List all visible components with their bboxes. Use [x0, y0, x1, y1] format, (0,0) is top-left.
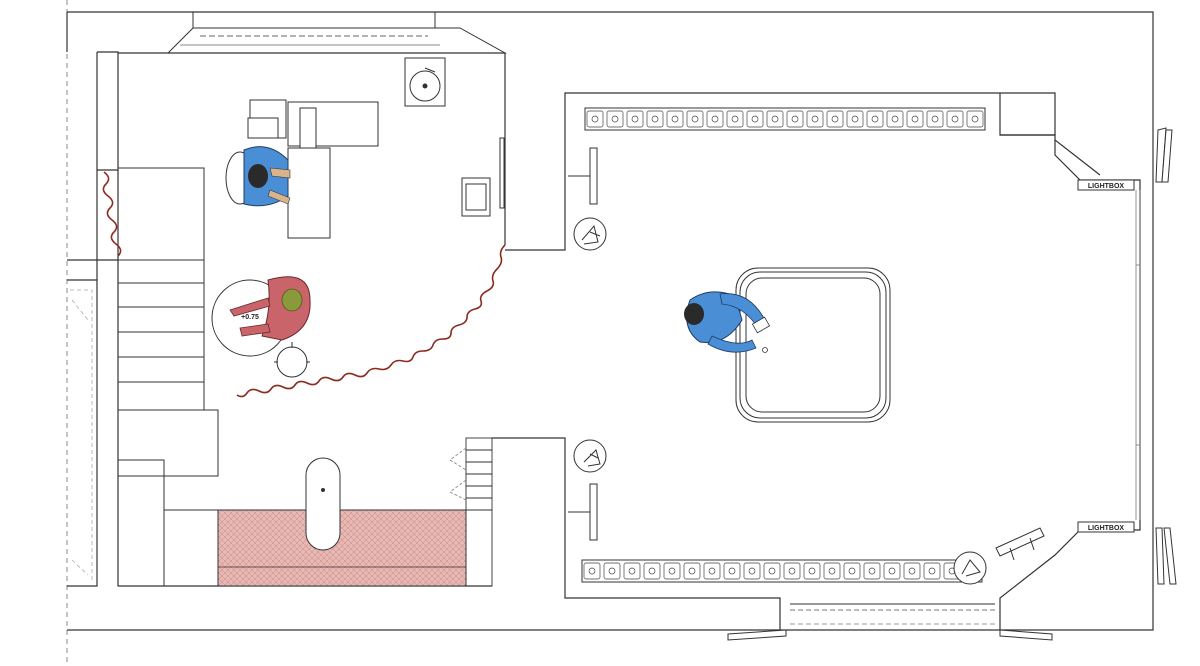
angled-display [995, 527, 1045, 561]
display-unit [626, 110, 644, 128]
shop-stool-1 [573, 217, 607, 251]
shop-walls [492, 92, 1154, 630]
display-unit [643, 562, 661, 580]
display-unit [786, 110, 804, 128]
display-unit [586, 110, 604, 128]
display-shelf-bottom [581, 559, 983, 583]
wall-cabinet [461, 137, 505, 217]
central-display-table [735, 267, 891, 423]
person-at-desk [225, 146, 291, 207]
display-unit [706, 110, 724, 128]
display-unit [866, 110, 884, 128]
display-unit [686, 110, 704, 128]
display-unit [743, 562, 761, 580]
mirror-stand-top [568, 147, 598, 205]
door-right-bottom [1155, 527, 1177, 585]
mirror-stand-bottom [568, 483, 598, 541]
display-unit [666, 110, 684, 128]
display-unit [926, 110, 944, 128]
display-unit [703, 562, 721, 580]
staircase [117, 167, 219, 477]
display-unit [826, 110, 844, 128]
display-unit [583, 562, 601, 580]
washbasin [404, 57, 446, 107]
display-unit [663, 562, 681, 580]
display-unit [683, 562, 701, 580]
storefront-window [1135, 190, 1141, 520]
bay-window-top [166, 12, 507, 54]
svg-text:LIGHTBOX: LIGHTBOX [1088, 183, 1124, 190]
tiled-floor [217, 509, 467, 587]
display-unit [806, 110, 824, 128]
bathtub [305, 457, 341, 551]
entrance-door [727, 603, 1053, 641]
display-unit [746, 110, 764, 128]
lightbox-bottom: LIGHTBOX [1077, 521, 1135, 533]
display-shelf-top [584, 107, 986, 131]
bath-drain [321, 488, 325, 492]
display-unit [763, 562, 781, 580]
person-at-display [684, 291, 771, 353]
display-unit [966, 110, 984, 128]
display-unit [883, 562, 901, 580]
door-right-top [1155, 127, 1173, 183]
display-unit [846, 110, 864, 128]
dashed-wall-left [70, 289, 93, 580]
curtain-diagonal [236, 244, 506, 398]
display-unit [863, 562, 881, 580]
display-unit [783, 562, 801, 580]
display-unit [843, 562, 861, 580]
lightbox-top: LIGHTBOX [1077, 179, 1135, 191]
display-unit [723, 562, 741, 580]
display-unit [623, 562, 641, 580]
display-unit [923, 562, 941, 580]
display-unit [766, 110, 784, 128]
shop-stool-3 [953, 551, 987, 585]
desk [247, 99, 379, 239]
display-unit [606, 110, 624, 128]
display-unit [803, 562, 821, 580]
stool [274, 342, 310, 378]
display-units-top [586, 110, 984, 128]
display-unit [726, 110, 744, 128]
display-unit [906, 110, 924, 128]
outer-walls [66, 11, 1154, 631]
person-at-table [229, 276, 311, 341]
display-unit [886, 110, 904, 128]
display-unit [603, 562, 621, 580]
svg-text:LIGHTBOX: LIGHTBOX [1088, 525, 1124, 532]
curtain-left [102, 171, 122, 257]
display-unit [903, 562, 921, 580]
shop-stool-2 [573, 439, 607, 473]
table-height-label: +0.75 [241, 314, 259, 321]
display-unit [823, 562, 841, 580]
display-unit [646, 110, 664, 128]
shelving [449, 437, 493, 587]
display-unit [946, 110, 964, 128]
